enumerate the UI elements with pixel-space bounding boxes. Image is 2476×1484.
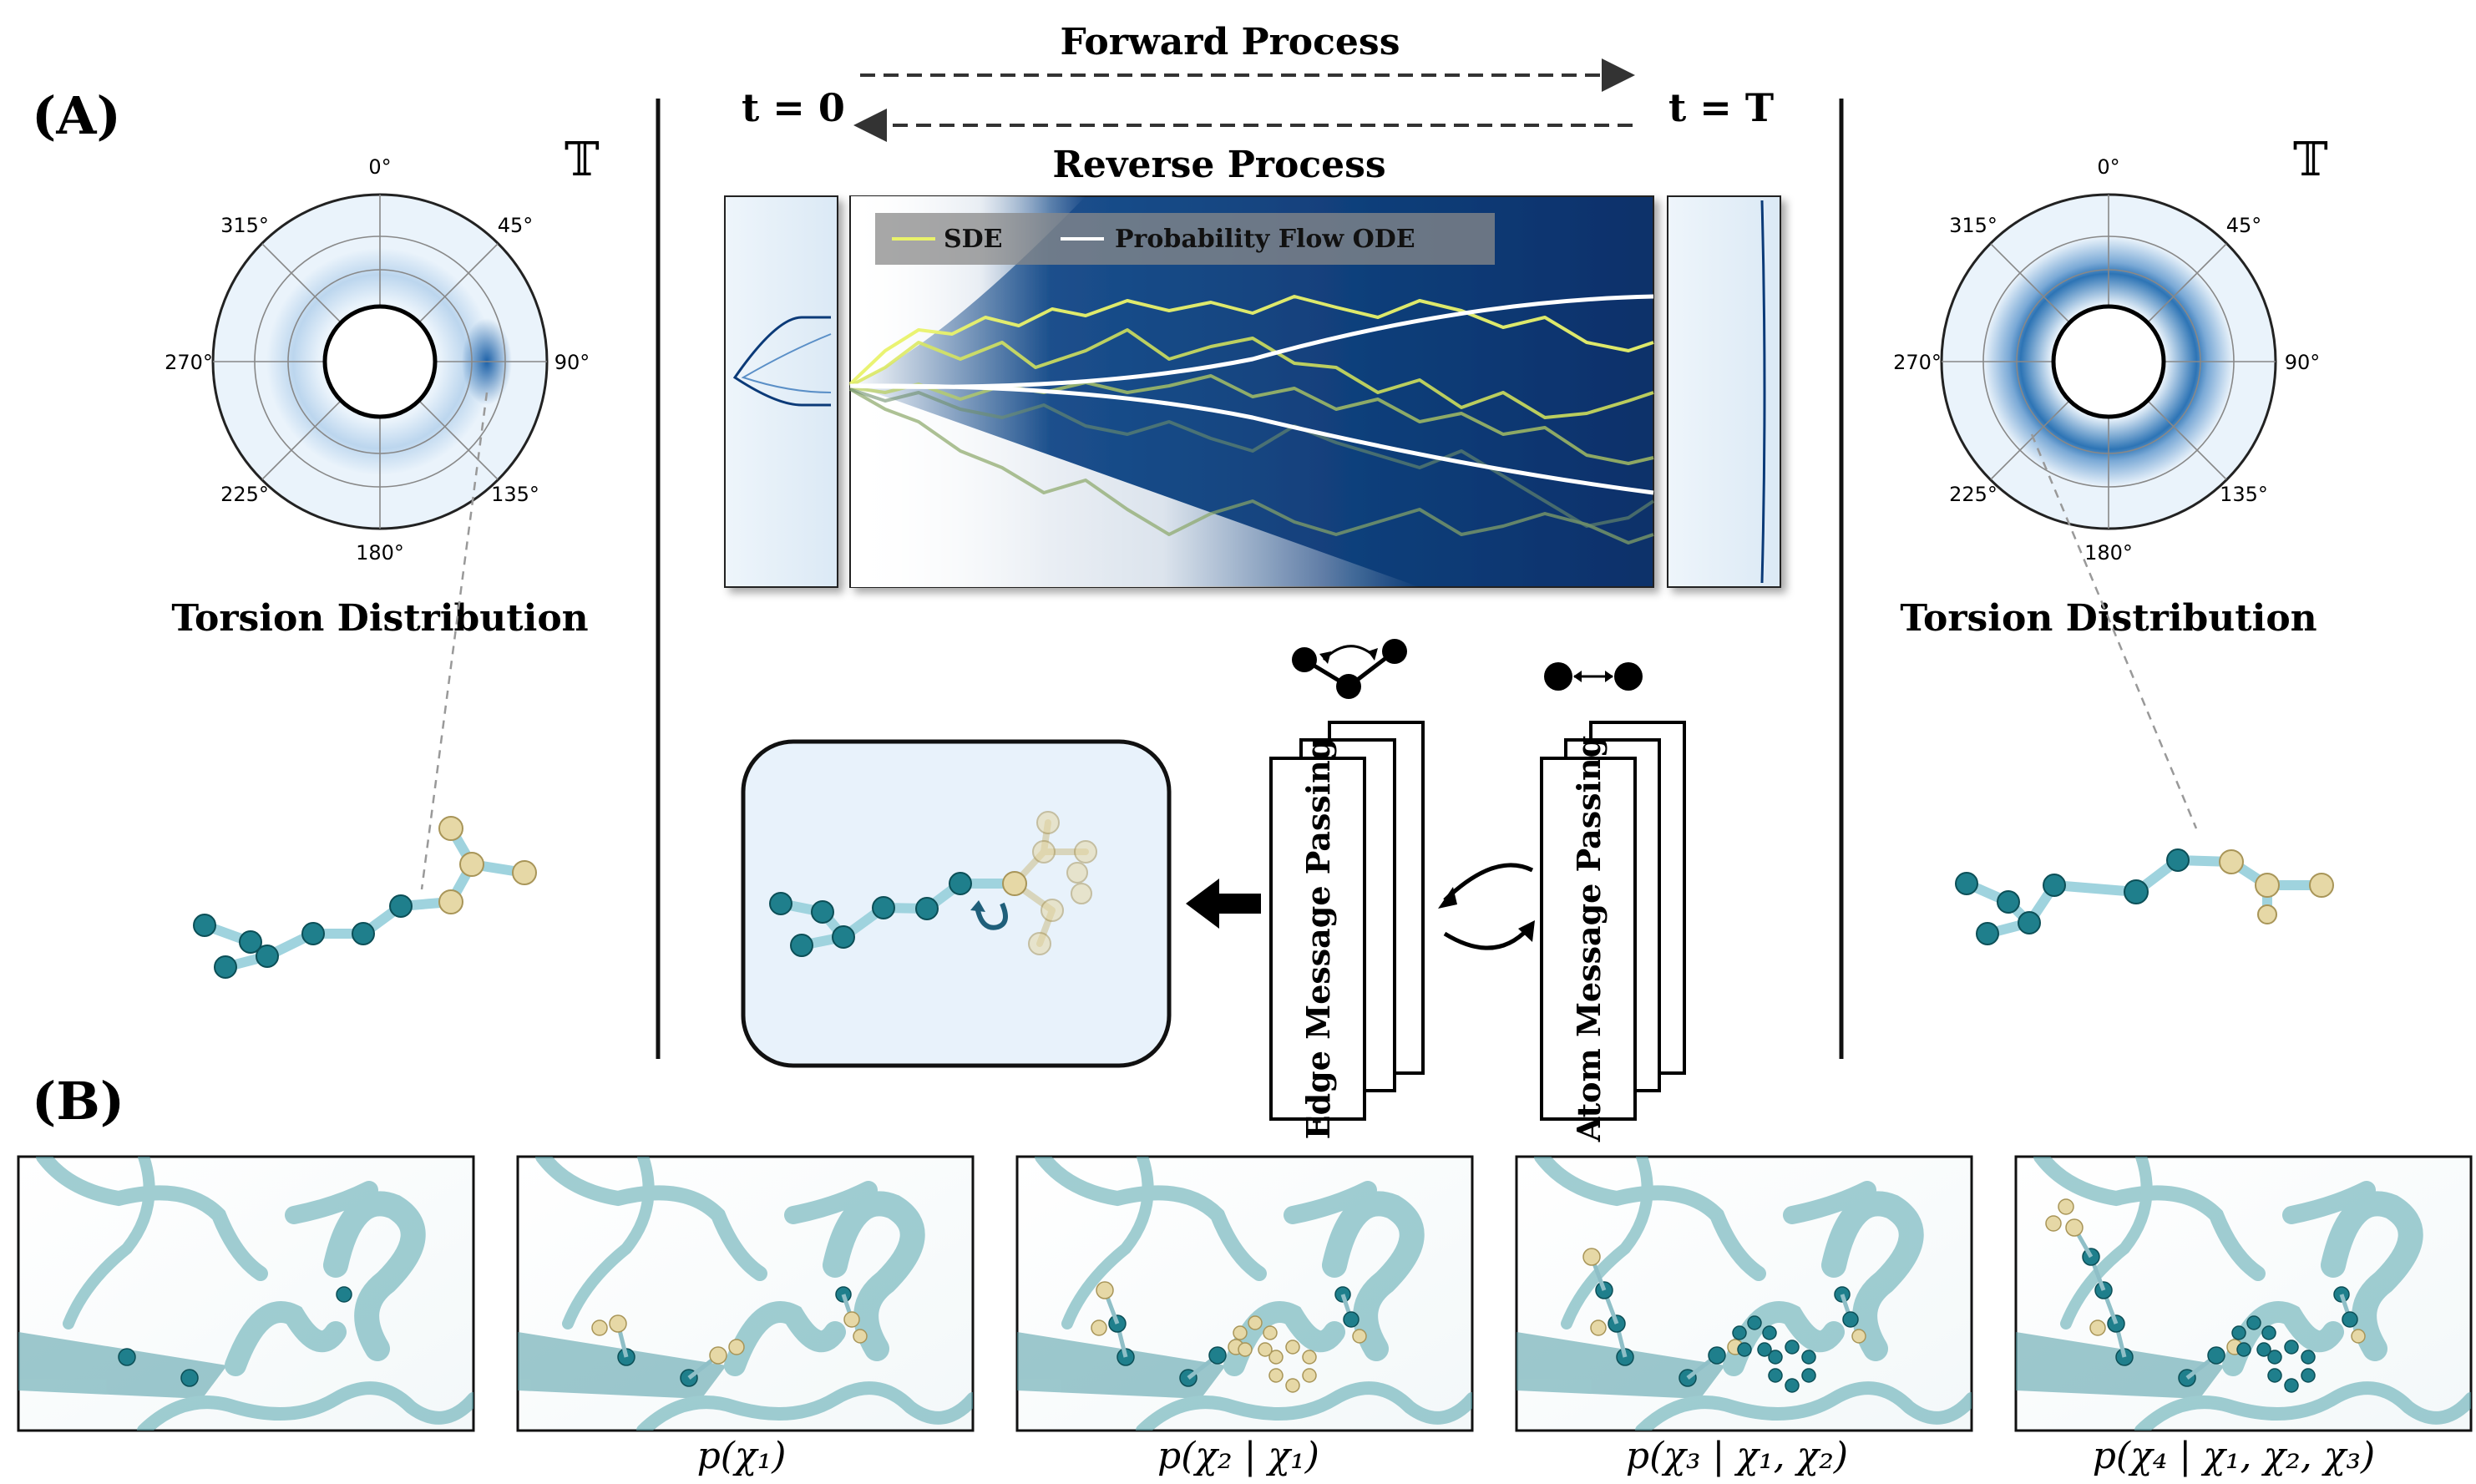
caption-frame-3: p(χ₂ | χ₁) [1157,1435,1319,1477]
protein-frame-1 [17,1155,475,1432]
forward-process-label: Forward Process [1061,21,1400,63]
initial-distribution-curve [732,316,831,407]
left-molecule-atoms [193,816,537,979]
update-molecule [769,811,1097,957]
final-distribution-panel [1667,195,1781,588]
right-molecule-atoms [1955,848,2334,945]
legend-sde-label: SDE [944,225,1003,254]
angle-180-left: 180° [356,541,404,565]
reverse-process-label: Reverse Process [1052,144,1385,186]
edge-mp-icon [1292,639,1407,699]
angle-45-right: 45° [2226,214,2262,237]
protein-frame-5 [2014,1155,2473,1432]
angle-45-left: 45° [498,214,534,237]
protein-frame-2 [516,1155,975,1432]
atom-mp-icon [1544,662,1643,691]
caption-frame-4: p(χ₃ | χ₁, χ₂) [1626,1435,1848,1477]
angle-180-right: 180° [2084,541,2133,565]
t-start-label: t = 0 [742,85,845,130]
caption-frame-2: p(χ₁) [697,1435,787,1477]
atom-mp-label: Atom Message Passing [1570,736,1608,1142]
left-torsion-title: Torsion Distribution [171,597,588,640]
diffusion-legend [875,213,1495,265]
angle-0-left: 0° [368,155,391,179]
update-molecule-box [741,739,1172,1068]
angle-270-right: 270° [1893,351,1942,374]
cycle-arrows [1443,863,1534,950]
edge-mp-stack [1269,721,1425,1121]
output-arrow [1186,879,1261,929]
angle-90-left: 90° [554,351,590,374]
angle-0-right: 0° [2097,155,2119,179]
rotation-icon [975,902,1008,930]
caption-frame-5: p(χ₄ | χ₁, χ₂, χ₃) [2093,1435,2375,1477]
angle-225-right: 225° [1949,483,1998,506]
angle-135-left: 135° [491,483,539,506]
angle-90-right: 90° [2285,351,2321,374]
angle-315-right: 315° [1949,214,1998,237]
edge-mp-label: Edge Message Passing [1299,738,1337,1140]
left-torsion-polar-plot [211,193,549,530]
right-torsion-polar-plot [1940,193,2277,530]
torus-symbol-right: 𝕋 [2293,133,2328,187]
t-end-label: t = T [1668,85,1774,130]
panel-a-label: (A) [32,85,121,146]
angle-225-left: 225° [220,483,269,506]
final-distribution-curve [1760,200,1766,584]
panel-b-label: (B) [32,1071,124,1132]
angle-270-left: 270° [165,351,213,374]
angle-135-right: 135° [2220,483,2268,506]
torus-symbol-left: 𝕋 [565,133,600,187]
legend-ode-label: Probability Flow ODE [1115,225,1415,254]
protein-frame-4 [1515,1155,1973,1432]
angle-315-left: 315° [220,214,269,237]
right-dashed-pointer [2030,433,2198,829]
protein-frame-3 [1015,1155,1474,1432]
atom-mp-stack [1540,721,1686,1121]
diffusion-trajectory-panel [848,195,1655,588]
